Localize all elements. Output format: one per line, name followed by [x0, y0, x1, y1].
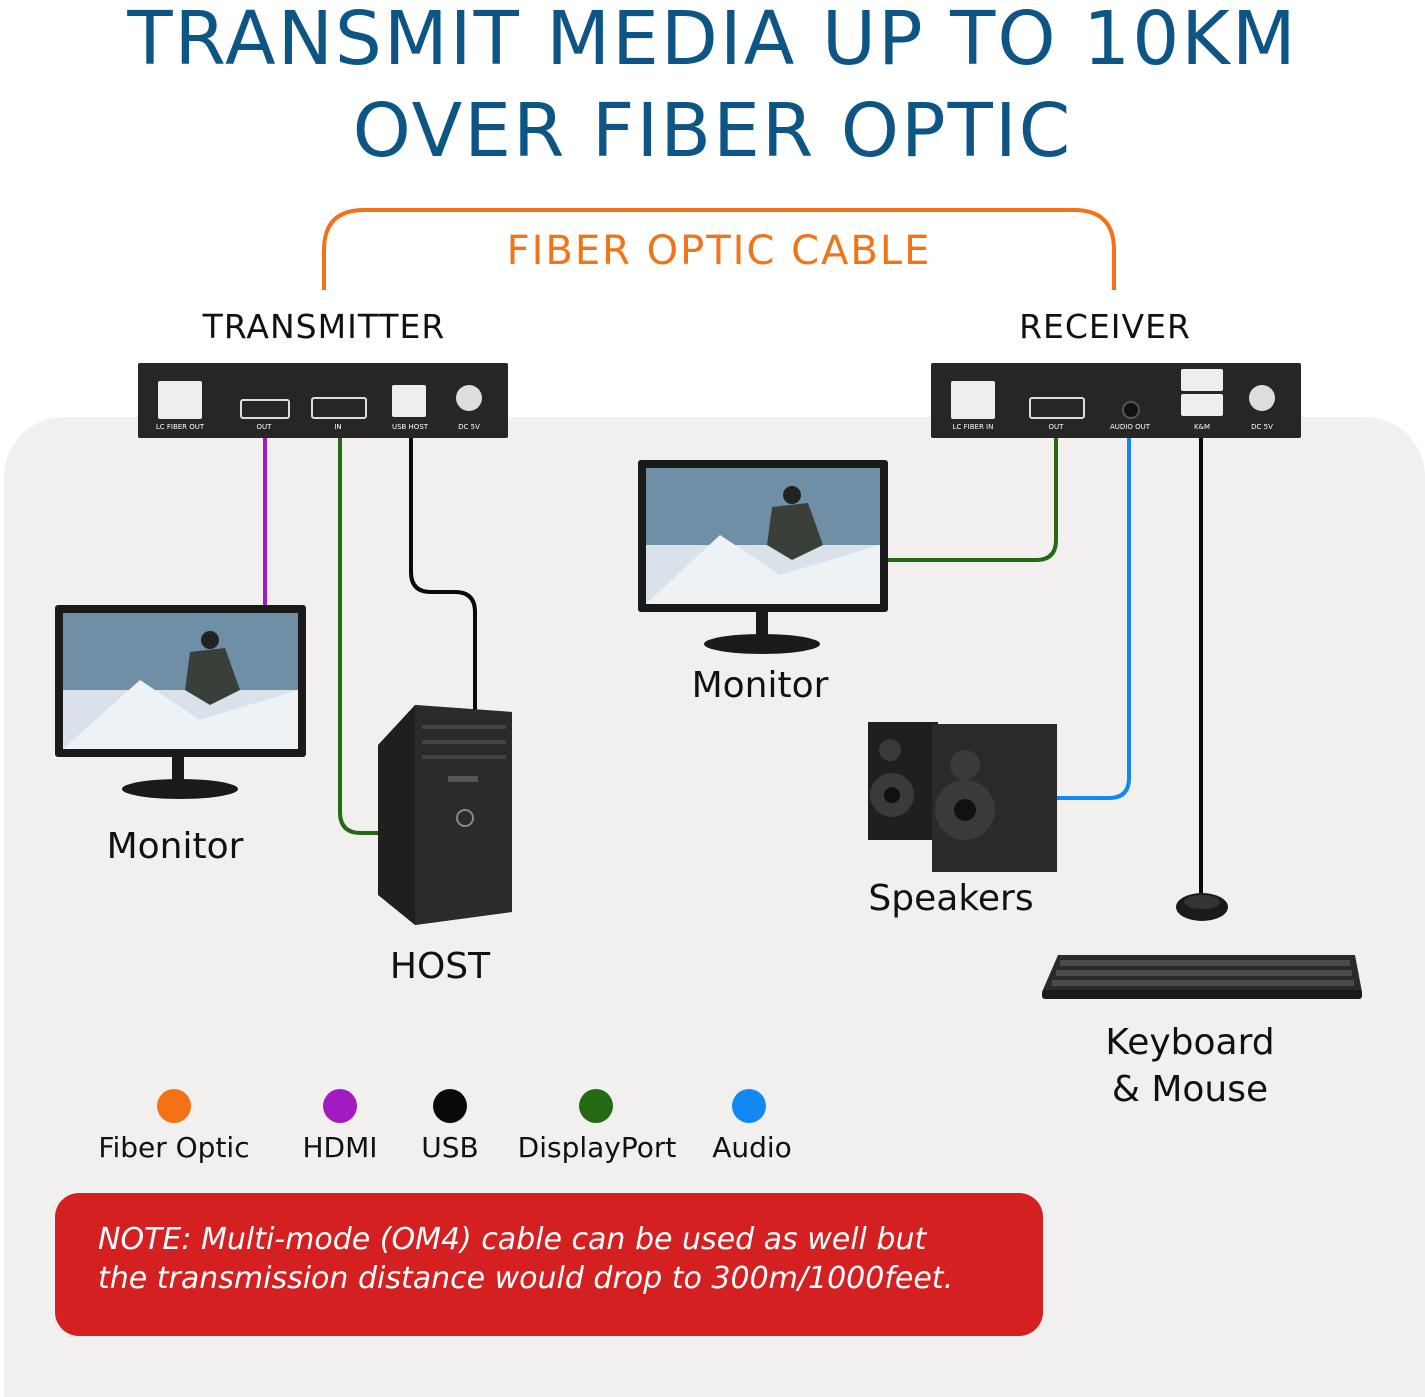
legend-dot-usb — [433, 1089, 467, 1123]
usb-host-port — [392, 385, 426, 417]
note-line-2: the transmission distance would drop to … — [98, 1261, 954, 1296]
port-label-out: OUT — [256, 423, 272, 431]
port-label-rx-dc-5v: DC 5V — [1251, 423, 1273, 431]
port-label-lc-fiber-out: LC FIBER OUT — [155, 423, 205, 431]
port-label-rx-out: OUT — [1048, 423, 1064, 431]
host-tower-graphic — [378, 705, 512, 925]
port-label-audio-out: AUDIO OUT — [1109, 423, 1151, 431]
fiber-optic-cable — [322, 208, 1116, 290]
audio-out-port — [1122, 401, 1140, 419]
transmitter-label: TRANSMITTER — [202, 307, 446, 346]
legend-label-fiber: Fiber Optic — [98, 1131, 250, 1164]
port-label-usb-host: USB HOST — [391, 423, 429, 431]
mouse-hub-graphic — [1176, 893, 1228, 921]
host-label: HOST — [389, 946, 491, 987]
port-label-km: K&M — [1193, 423, 1211, 431]
legend-label-hdmi: HDMI — [302, 1131, 378, 1164]
receiver-label: RECEIVER — [1019, 307, 1191, 346]
legend-label-usb: USB — [421, 1131, 479, 1164]
title-line-1: TRANSMIT MEDIA UP TO 10KM — [127, 0, 1298, 82]
fiber-cable-label: FIBER OPTIC CABLE — [506, 228, 932, 274]
transmitter-unit: LC FIBER OUT OUT IN USB HOST DC 5V — [138, 363, 508, 438]
speakers-graphic — [868, 722, 1057, 872]
receiver-unit: LC FIBER IN OUT AUDIO OUT K&M DC 5V — [931, 363, 1301, 438]
port-label-lc-fiber-in: LC FIBER IN — [952, 423, 994, 431]
tx-monitor-label: Monitor — [106, 826, 244, 867]
usb-km-port-top — [1181, 369, 1223, 391]
rx-monitor-label: Monitor — [691, 665, 829, 706]
note-line-1: NOTE: Multi-mode (OM4) cable can be used… — [98, 1222, 927, 1257]
legend-label-displayport: DisplayPort — [517, 1131, 677, 1164]
rx-monitor-graphic — [638, 460, 888, 654]
tx-monitor-graphic — [55, 605, 306, 799]
legend-dot-displayport — [579, 1089, 613, 1123]
usb-km-port-bottom — [1181, 394, 1223, 416]
lc-fiber-out-port — [158, 381, 202, 419]
displayport-cable-tx — [338, 437, 380, 835]
legend-dot-fiber — [157, 1089, 191, 1123]
keyboard-graphic — [1042, 955, 1362, 999]
legend-dot-audio — [732, 1089, 766, 1123]
hdmi-out-port — [240, 399, 290, 419]
usb-cable-tx — [409, 437, 477, 712]
legend-label-audio: Audio — [712, 1131, 792, 1164]
displayport-cable-rx — [888, 437, 1058, 562]
displayport-in-port — [311, 397, 367, 419]
title-line-2: OVER FIBER OPTIC — [352, 88, 1073, 174]
dc-power-port — [456, 385, 482, 411]
speakers-label: Speakers — [868, 878, 1034, 919]
displayport-out-port — [1029, 397, 1085, 419]
mouse-label: & Mouse — [1111, 1069, 1269, 1110]
legend-dot-hdmi — [323, 1089, 357, 1123]
keyboard-label: Keyboard — [1105, 1022, 1275, 1063]
lc-fiber-in-port — [951, 381, 995, 419]
dc-power-port-rx — [1249, 385, 1275, 411]
port-label-dc-5v: DC 5V — [458, 423, 480, 431]
port-label-in: IN — [334, 423, 342, 431]
note-box — [55, 1193, 1043, 1336]
audio-cable — [1057, 437, 1131, 800]
